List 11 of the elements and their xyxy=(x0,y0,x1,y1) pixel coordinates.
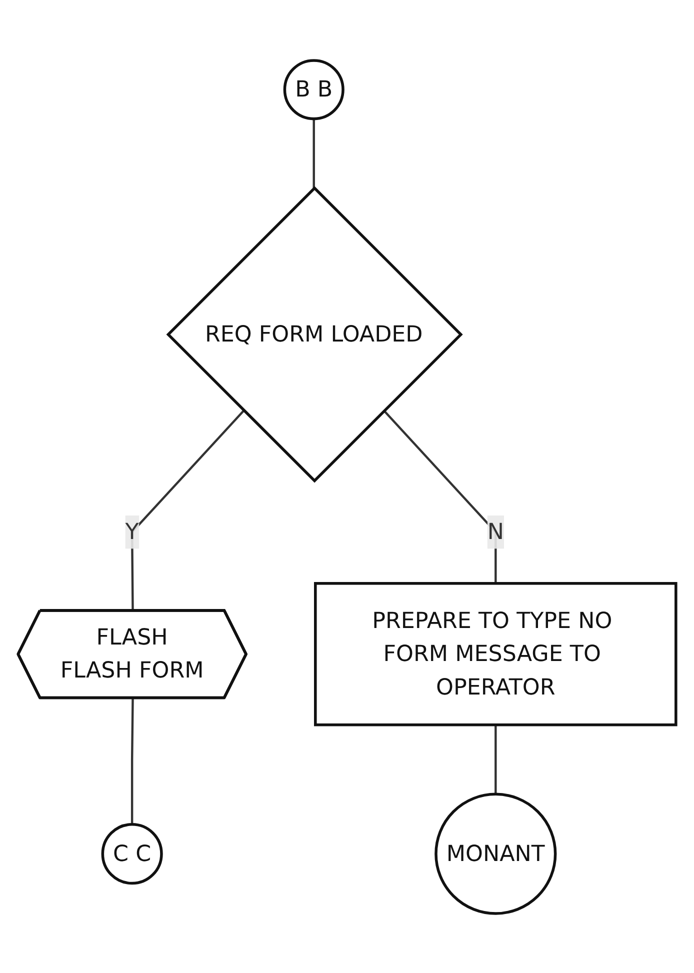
edge-label: N xyxy=(487,518,504,544)
connector xyxy=(130,409,245,611)
node-circle: MONANT xyxy=(434,792,557,914)
node-circle: B B xyxy=(283,58,344,120)
node-diamond: REQ FORM LOADED xyxy=(166,186,463,482)
node-circle: C C xyxy=(101,822,163,884)
connector xyxy=(130,698,134,824)
edge-label: Y xyxy=(125,518,139,544)
node-box: PREPARE TO TYPE NO FORM MESSAGE TO OPERATOR xyxy=(314,582,678,726)
connector xyxy=(494,724,497,794)
connector xyxy=(312,118,315,188)
